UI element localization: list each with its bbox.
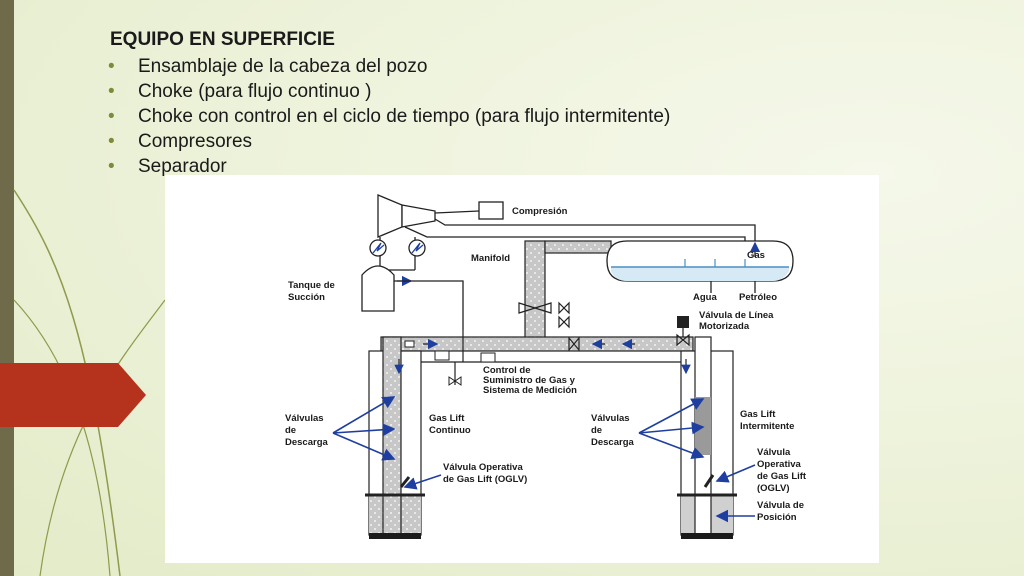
bullet-dot: • bbox=[108, 81, 115, 102]
valve-icon bbox=[568, 336, 580, 352]
label-vd-right-1: Válvulas bbox=[591, 413, 630, 424]
bullet-item: • Separador bbox=[108, 154, 670, 179]
bullet-item: • Choke (para flujo continuo ) bbox=[108, 79, 670, 104]
label-glc-1: Gas Lift bbox=[429, 413, 465, 424]
label-oglv-right-1: Válvula bbox=[757, 447, 791, 458]
label-control-1: Control de bbox=[483, 365, 531, 376]
bullet-list: • Ensamblaje de la cabeza del pozo • Choke… bbox=[108, 54, 670, 179]
label-vd-right-2: de bbox=[591, 425, 602, 436]
label-control-2: Suministro de Gas y bbox=[483, 375, 576, 386]
gas-lift-diagram: Compresión Tanque de Succión Manifold bbox=[285, 194, 807, 539]
valve-icon bbox=[518, 301, 570, 329]
label-glc-2: Continuo bbox=[429, 425, 471, 436]
label-oglv-right-4: (OGLV) bbox=[757, 483, 790, 494]
label-vd-left-3: Descarga bbox=[285, 437, 328, 448]
bullet-text: Choke (para flujo continuo ) bbox=[138, 81, 372, 102]
bullet-dot: • bbox=[108, 131, 115, 152]
left-accent-bar bbox=[0, 0, 14, 576]
label-valvula-motor-1: Válvula de Línea bbox=[699, 310, 774, 321]
bullet-item: • Compresores bbox=[108, 129, 670, 154]
label-tanque-2: Succión bbox=[288, 292, 325, 303]
bullet-dot: • bbox=[108, 156, 115, 177]
motorized-valve-icon bbox=[677, 316, 689, 328]
label-tanque-1: Tanque de bbox=[288, 280, 335, 291]
left-well bbox=[365, 336, 425, 539]
label-manifold: Manifold bbox=[471, 253, 510, 264]
bullet-dot: • bbox=[108, 106, 115, 127]
flowline bbox=[380, 336, 694, 352]
right-well bbox=[676, 333, 737, 539]
label-vd-left-1: Válvulas bbox=[285, 413, 324, 424]
label-oglv-right-2: Operativa bbox=[757, 459, 802, 470]
bullet-text: Separador bbox=[138, 156, 227, 177]
separator-vessel bbox=[606, 240, 794, 282]
slide-title: EQUIPO EN SUPERFICIE bbox=[110, 29, 335, 50]
label-gli-2: Intermitente bbox=[740, 421, 794, 432]
label-petroleo: Petróleo bbox=[739, 292, 777, 303]
label-valvula-motor-2: Motorizada bbox=[699, 321, 750, 332]
heat-exchanger-icon bbox=[408, 237, 426, 270]
label-compresion: Compresión bbox=[512, 206, 568, 217]
red-tab-shape bbox=[0, 363, 146, 427]
label-gli-1: Gas Lift bbox=[740, 409, 776, 420]
label-agua: Agua bbox=[693, 292, 717, 303]
heat-exchanger-icon bbox=[369, 237, 387, 270]
label-oglv-right-3: de Gas Lift bbox=[757, 471, 807, 482]
label-oglv-left-1: Válvula Operativa bbox=[443, 462, 523, 473]
gas-lift-diagram-panel: Compresión Tanque de Succión Manifold bbox=[165, 175, 879, 563]
bullet-text: Ensamblaje de la cabeza del pozo bbox=[138, 56, 428, 77]
bullet-text: Compresores bbox=[138, 131, 253, 152]
label-vd-left-2: de bbox=[285, 425, 296, 436]
label-oglv-left-2: de Gas Lift (OGLV) bbox=[443, 474, 527, 485]
suction-tank bbox=[361, 265, 395, 312]
label-gas: Gas bbox=[747, 250, 765, 261]
compression-box bbox=[478, 201, 504, 220]
label-vpos-1: Válvula de bbox=[757, 500, 804, 511]
compressor-icon bbox=[377, 194, 436, 238]
label-vd-right-3: Descarga bbox=[591, 437, 634, 448]
bullet-dot: • bbox=[108, 56, 115, 77]
bullet-item: • Ensamblaje de la cabeza del pozo bbox=[108, 54, 670, 79]
label-vpos-2: Posición bbox=[757, 512, 797, 523]
manifold-pipe bbox=[524, 240, 546, 340]
label-control-3: Sistema de Medición bbox=[483, 385, 577, 396]
bullet-item: • Choke con control en el ciclo de tiempo… bbox=[108, 104, 670, 129]
bullet-text: Choke con control en el ciclo de tiempo … bbox=[138, 106, 671, 127]
